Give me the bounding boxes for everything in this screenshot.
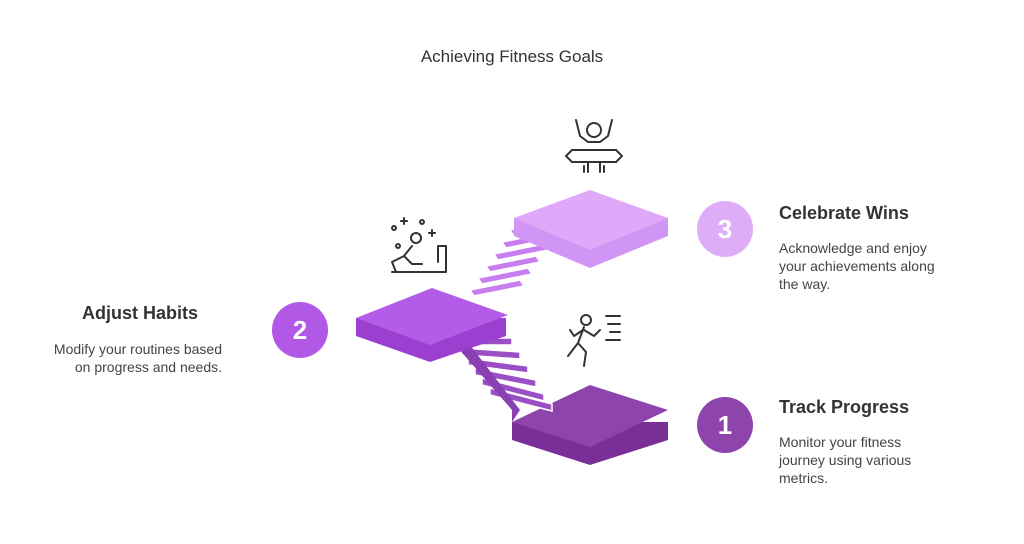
platform-1 — [512, 385, 668, 465]
step-1-number-badge: 1 — [697, 397, 753, 453]
step-2-number-badge: 2 — [272, 302, 328, 358]
step-1-title: Track Progress — [779, 397, 910, 417]
step-2-title: Adjust Habits — [81, 303, 198, 323]
step-1-description: Monitor your fitness journey using vario… — [779, 434, 912, 486]
diagram-title: Achieving Fitness Goals — [420, 47, 604, 66]
step-3-number-badge: 3 — [697, 201, 753, 257]
platform-2 — [356, 288, 508, 362]
step-3-description: Acknowledge and enjoy your achievements … — [779, 240, 935, 292]
step-2-description: Modify your routines based on progress a… — [53, 341, 222, 375]
person-climbing-stairs-icon — [391, 217, 447, 273]
stairs-lower — [457, 337, 553, 422]
runner-checklist-icon — [567, 314, 621, 367]
winner-finish-line-icon — [565, 119, 623, 173]
step-3-title: Celebrate Wins — [779, 203, 909, 223]
platform-3 — [514, 190, 668, 268]
